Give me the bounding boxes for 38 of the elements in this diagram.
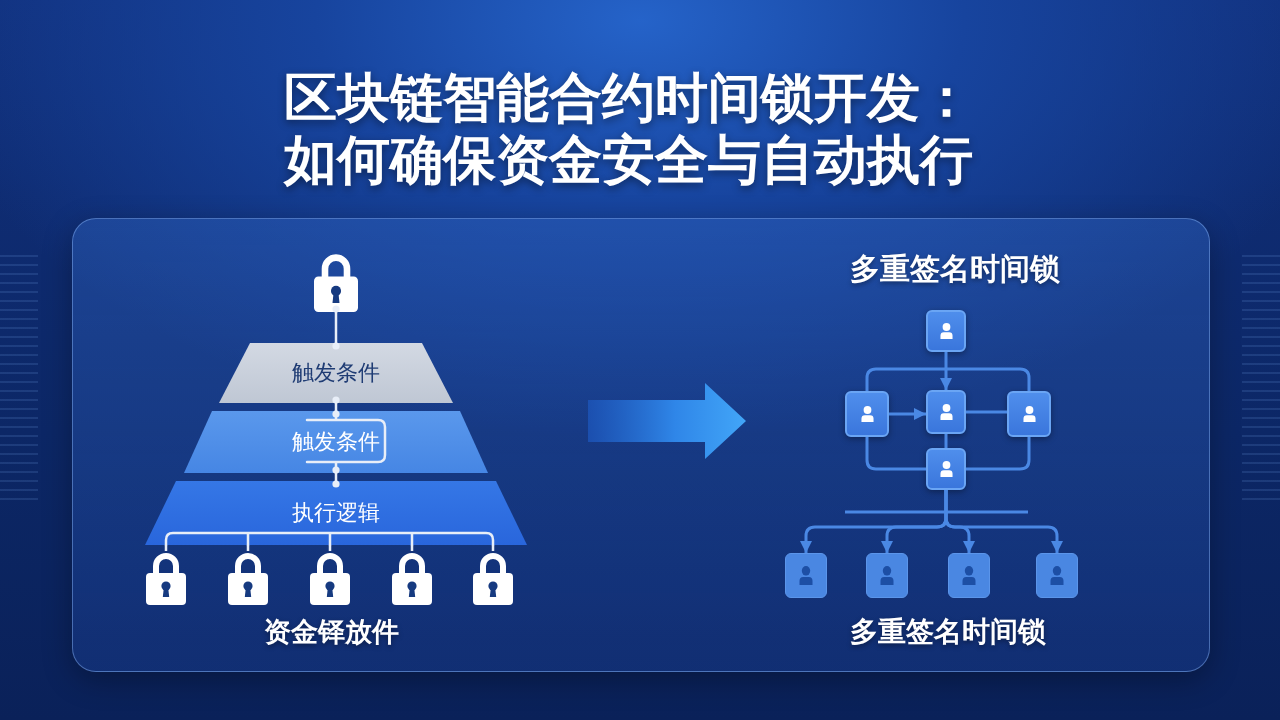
connector-line [332,305,340,350]
connector-line [332,466,340,488]
user-tile [948,553,990,598]
padlock-icon [473,551,513,605]
connector-line [865,437,926,471]
layer-label: 触发条件 [292,429,380,455]
connector-line [332,396,340,418]
connector-line [410,545,414,551]
arrow [889,408,926,420]
connector-line [966,410,1007,414]
padlock-icon [228,551,268,605]
pyramid-layer [219,343,453,403]
arrow [940,352,952,390]
layer-label: 执行逻辑 [292,500,380,526]
connector-line [164,545,168,551]
user-tile [785,553,827,598]
user-tile [866,553,908,598]
caption-text: 资金铎放件 [263,615,399,649]
user-tile [926,310,966,352]
user-tile [926,390,966,434]
user-tile [926,448,966,490]
layer-label: 触发条件 [292,360,380,386]
connector-line [944,434,948,448]
user-tile [845,391,889,437]
padlock-icon [392,551,432,605]
connector-line [328,545,332,551]
connector-line [246,545,250,551]
connector-line [491,545,495,551]
padlock-icon [310,551,350,605]
user-tile [1007,391,1051,437]
arrow [944,490,1063,553]
connector-line [966,437,1031,471]
padlock-icon [146,551,186,605]
padlock-icon [314,252,358,312]
section-heading: 多重签名时间锁 [850,251,1060,287]
caption-text: 多重签名时间锁 [850,615,1046,649]
user-tile [1036,553,1078,598]
title: 区块链智能合约时间锁开发：如何确保资金安全与自动执行 [284,67,974,191]
